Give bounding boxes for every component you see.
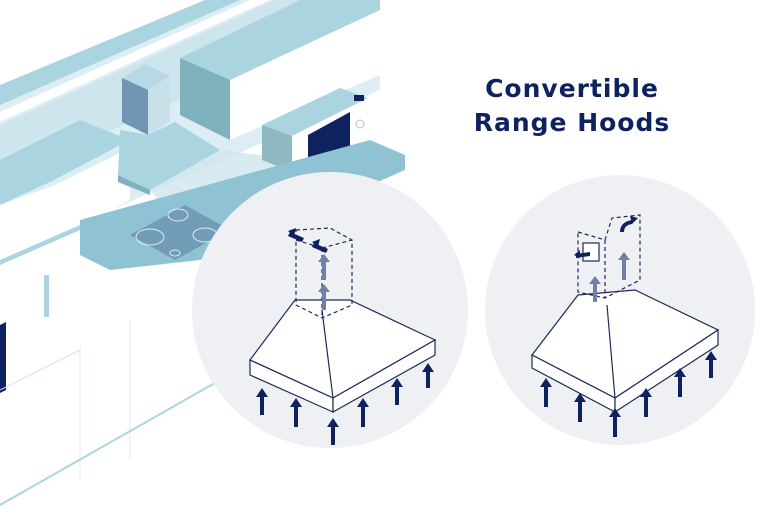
title-line-2: Range Hoods <box>473 108 671 137</box>
title-line-1: Convertible <box>485 74 659 103</box>
ducted-hood-diagram <box>249 227 437 414</box>
ducted-airflow-arrows <box>288 228 330 310</box>
refrigerator <box>0 230 80 390</box>
ductless-hood-diagram <box>531 214 720 414</box>
page-title: Convertible Range Hoods <box>452 72 692 140</box>
cooktop <box>130 205 230 260</box>
hood-chimney <box>122 64 170 90</box>
left-upper-cabinet <box>0 120 130 205</box>
microwave <box>262 88 368 136</box>
ducted-intake-arrows <box>256 363 434 445</box>
ductless-intake-arrows <box>540 351 717 437</box>
ductless-airflow-arrows <box>574 216 638 302</box>
